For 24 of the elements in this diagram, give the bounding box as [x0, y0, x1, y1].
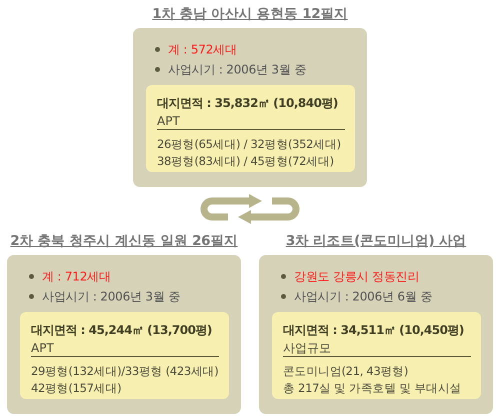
detail-text: 콘도미니엄(21, 43평형) — [283, 363, 408, 380]
detail-box — [272, 312, 481, 399]
detail-box — [20, 312, 229, 399]
detail-box — [146, 85, 355, 172]
detail-text: 26평형(65세대) / 32평형(352세대) — [157, 136, 341, 153]
list-item-text: 사업시기 : 2006년 6월 중 — [294, 290, 432, 304]
detail-text: 총 217실 및 가족호텔 및 부대시설 — [283, 380, 462, 397]
area-heading: 대지면적 : 34,511㎡ (10,450평) — [283, 322, 464, 338]
detail-text: 42평형(157세대) — [31, 380, 122, 397]
detail-text: 29평형(132세대)/33평형 (423세대) — [31, 363, 218, 380]
subheading: APT — [157, 114, 180, 128]
subheading: 사업규모 — [283, 341, 331, 355]
detail-text: 38평형(83세대) / 45평형(72세대) — [157, 153, 334, 170]
list-item-text: 계 : 712세대 — [42, 270, 111, 284]
section-title: 3차 리조트(콘도미니엄) 사업 — [286, 233, 466, 250]
section-title: 2차 충북 청주시 계신동 일원 26필지 — [10, 233, 238, 250]
area-heading: 대지면적 : 35,832㎡ (10,840평) — [157, 95, 338, 111]
area-heading: 대지면적 : 45,244㎡ (13,700평) — [31, 322, 212, 338]
list-item-text: 계 : 572세대 — [168, 42, 237, 57]
list-item-text: 사업시기 : 2006년 3월 중 — [42, 290, 180, 304]
subheading: APT — [31, 341, 54, 355]
section-title: 1차 충남 아산시 용현동 12필지 — [152, 6, 348, 23]
list-item-text: 강원도 강릉시 정동진리 — [294, 270, 420, 284]
list-item-text: 사업시기 : 2006년 3월 중 — [168, 62, 306, 77]
